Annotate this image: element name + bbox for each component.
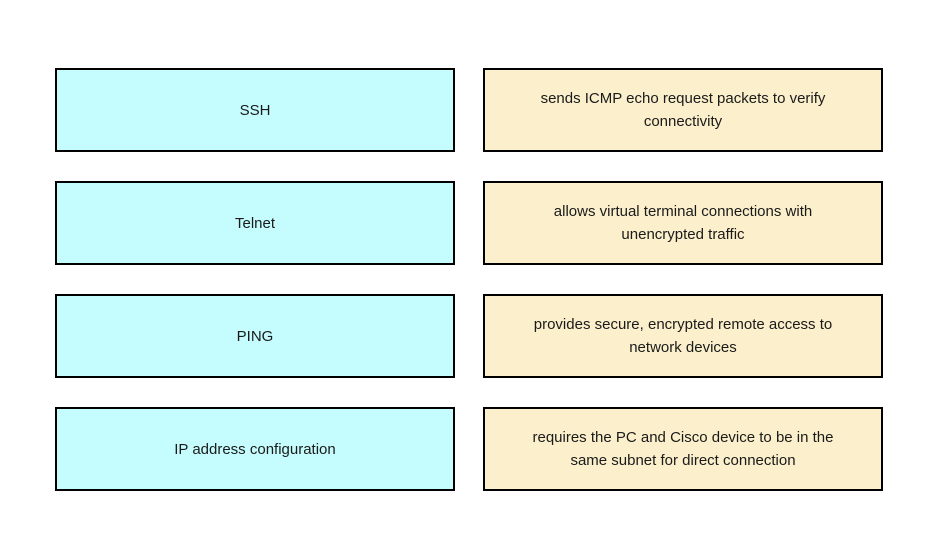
term-box-ip-address-configuration[interactable]: IP address configuration (55, 407, 455, 491)
description-box-secure-remote-access[interactable]: provides secure, encrypted remote access… (483, 294, 883, 378)
term-box-ping[interactable]: PING (55, 294, 455, 378)
term-box-ssh[interactable]: SSH (55, 68, 455, 152)
description-box-virtual-terminal[interactable]: allows virtual terminal connections with… (483, 181, 883, 265)
description-box-icmp-echo[interactable]: sends ICMP echo request packets to verif… (483, 68, 883, 152)
description-label: provides secure, encrypted remote access… (533, 316, 833, 356)
description-label: sends ICMP echo request packets to verif… (540, 90, 826, 130)
description-box-same-subnet[interactable]: requires the PC and Cisco device to be i… (483, 407, 883, 491)
description-label: allows virtual terminal connections with… (553, 203, 813, 243)
term-label: PING (236, 327, 274, 345)
description-label: requires the PC and Cisco device to be i… (532, 429, 834, 469)
term-label: Telnet (234, 214, 276, 232)
term-label: SSH (239, 101, 271, 119)
term-box-telnet[interactable]: Telnet (55, 181, 455, 265)
matching-board: SSH sends ICMP echo request packets to v… (55, 68, 883, 491)
term-label: IP address configuration (174, 440, 336, 458)
